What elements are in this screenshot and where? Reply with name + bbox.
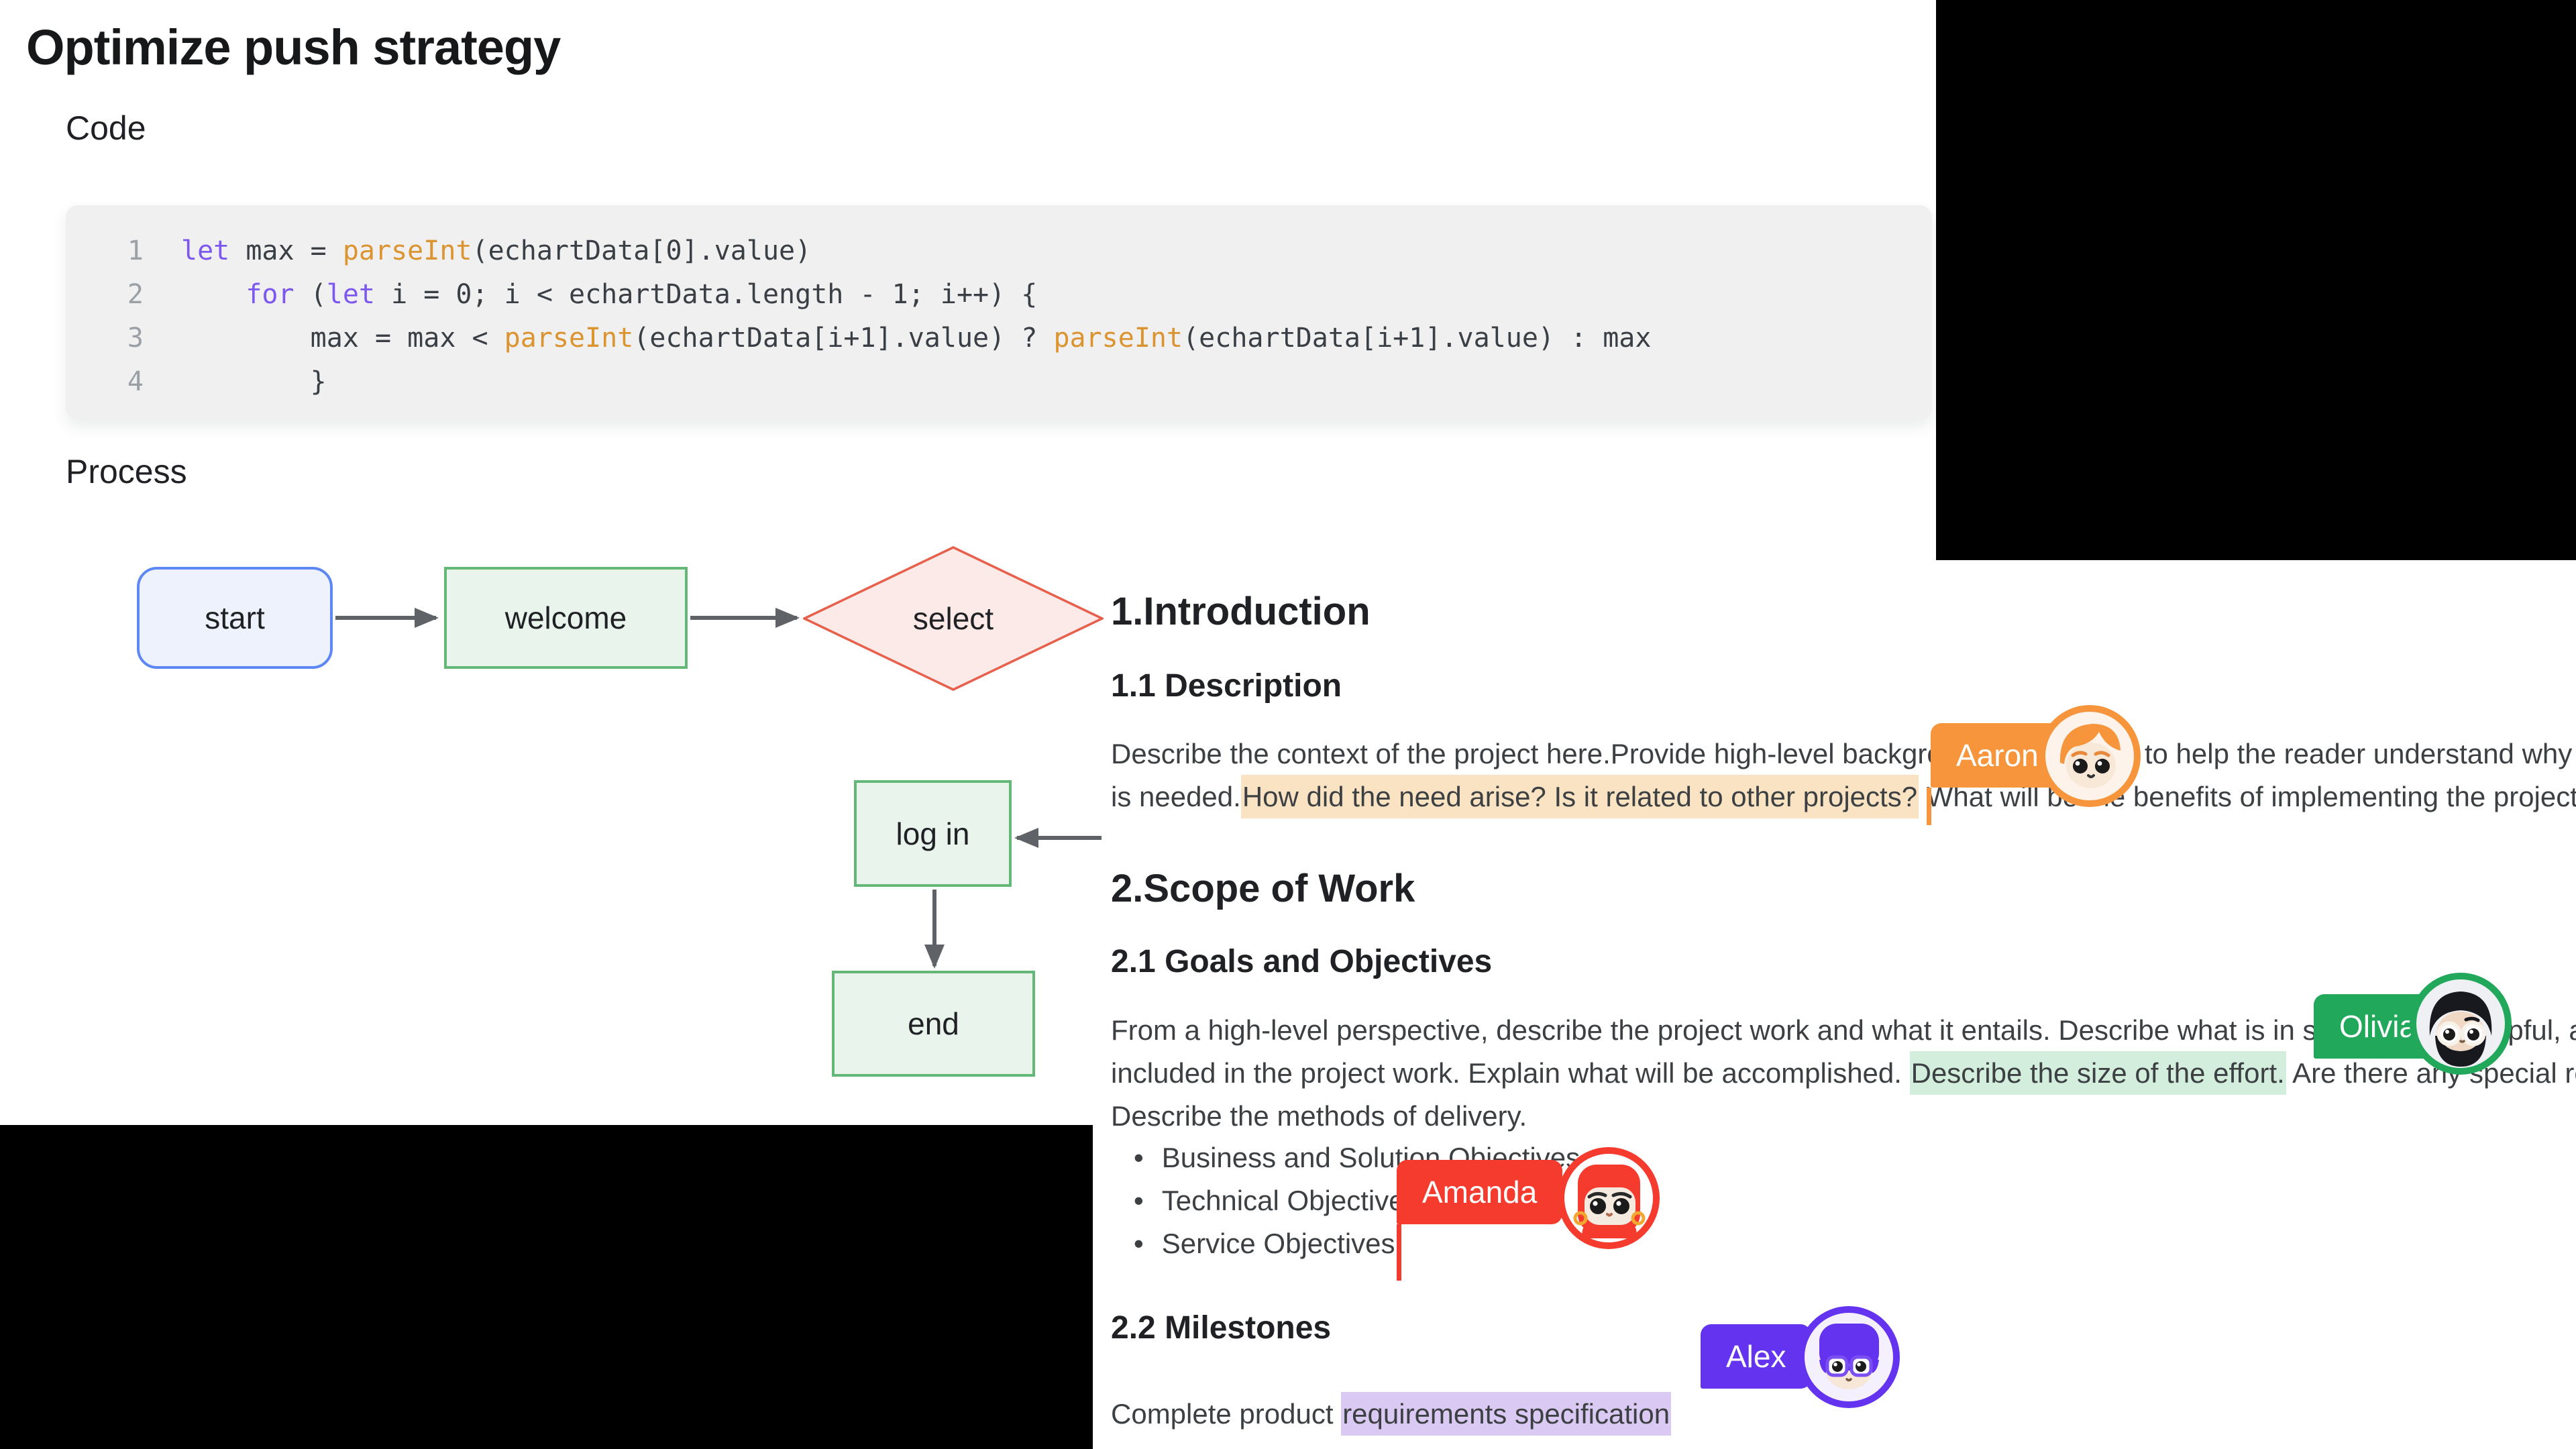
doc-bullet-item: •Technical Objectives: [1134, 1185, 1419, 1216]
flow-node-start[interactable]: start: [137, 567, 333, 669]
aaron-caret: [1927, 788, 1931, 825]
doc-heading: 1.1 Description: [1111, 668, 1342, 704]
alex-cursor-badge[interactable]: Alex: [1701, 1324, 1812, 1389]
code-line: 3 max = max < parseInt(echartData[i+1].v…: [66, 317, 1932, 360]
flow-node-label: start: [205, 600, 265, 635]
doc-bullet-item: •Service Objectives: [1134, 1228, 1395, 1259]
highlighted-text[interactable]: Describe the size of the effort.: [1909, 1051, 2286, 1095]
process-section-label: Process: [66, 453, 187, 490]
doc-text-line: included in the project work. Explain wh…: [1111, 1051, 2576, 1095]
line-number: 4: [127, 366, 144, 397]
bullet-icon: •: [1134, 1185, 1144, 1216]
alex-avatar[interactable]: [1795, 1303, 1902, 1411]
flow-node-end[interactable]: end: [832, 971, 1035, 1077]
flow-node-welcome[interactable]: welcome: [444, 567, 688, 669]
highlighted-text[interactable]: requirements specification: [1341, 1392, 1672, 1436]
code-line: 4 }: [66, 360, 1932, 404]
amanda-avatar[interactable]: [1555, 1144, 1662, 1252]
line-number: 2: [127, 279, 144, 310]
page-title: Optimize push strategy: [26, 19, 561, 75]
aaron-cursor-badge[interactable]: Aaron: [1931, 723, 2064, 788]
bullet-icon: •: [1134, 1142, 1144, 1173]
code-section-label: Code: [66, 109, 146, 147]
doc-text-line: is needed.How did the need arise? Is it …: [1111, 775, 2576, 818]
redaction-rect: [1936, 0, 2576, 560]
line-number: 3: [127, 323, 144, 354]
doc-heading: 2.1 Goals and Objectives: [1111, 944, 1493, 979]
flow-node-login[interactable]: log in: [854, 780, 1012, 887]
flow-node-label: select: [912, 601, 994, 636]
redaction-rect: [0, 1125, 1093, 1449]
doc-text-line: Complete product requirements specificat…: [1111, 1392, 1672, 1436]
doc-heading: 2.2 Milestones: [1111, 1310, 1332, 1346]
aaron-avatar[interactable]: [2036, 702, 2143, 810]
code-line: 2 for (let i = 0; i < echartData.length …: [66, 273, 1932, 317]
doc-text-line: Describe the context of the project here…: [1111, 738, 2573, 769]
flow-node-label: welcome: [504, 600, 627, 635]
flow-node-label: end: [908, 1006, 959, 1041]
doc-text-line: Describe the methods of delivery.: [1111, 1100, 1527, 1132]
line-number: 1: [127, 235, 144, 266]
highlighted-text[interactable]: How did the need arise? Is it related to…: [1240, 775, 1919, 818]
amanda-caret: [1397, 1224, 1401, 1281]
olivia-avatar[interactable]: [2407, 970, 2514, 1077]
doc-heading: 1.Introduction: [1111, 590, 1371, 633]
flow-node-label: log in: [896, 816, 970, 851]
doc-heading: 2.Scope of Work: [1111, 867, 1415, 910]
amanda-cursor-badge[interactable]: Amanda: [1397, 1160, 1563, 1224]
bullet-icon: •: [1134, 1228, 1144, 1259]
flow-node-select[interactable]: select: [803, 546, 1104, 691]
